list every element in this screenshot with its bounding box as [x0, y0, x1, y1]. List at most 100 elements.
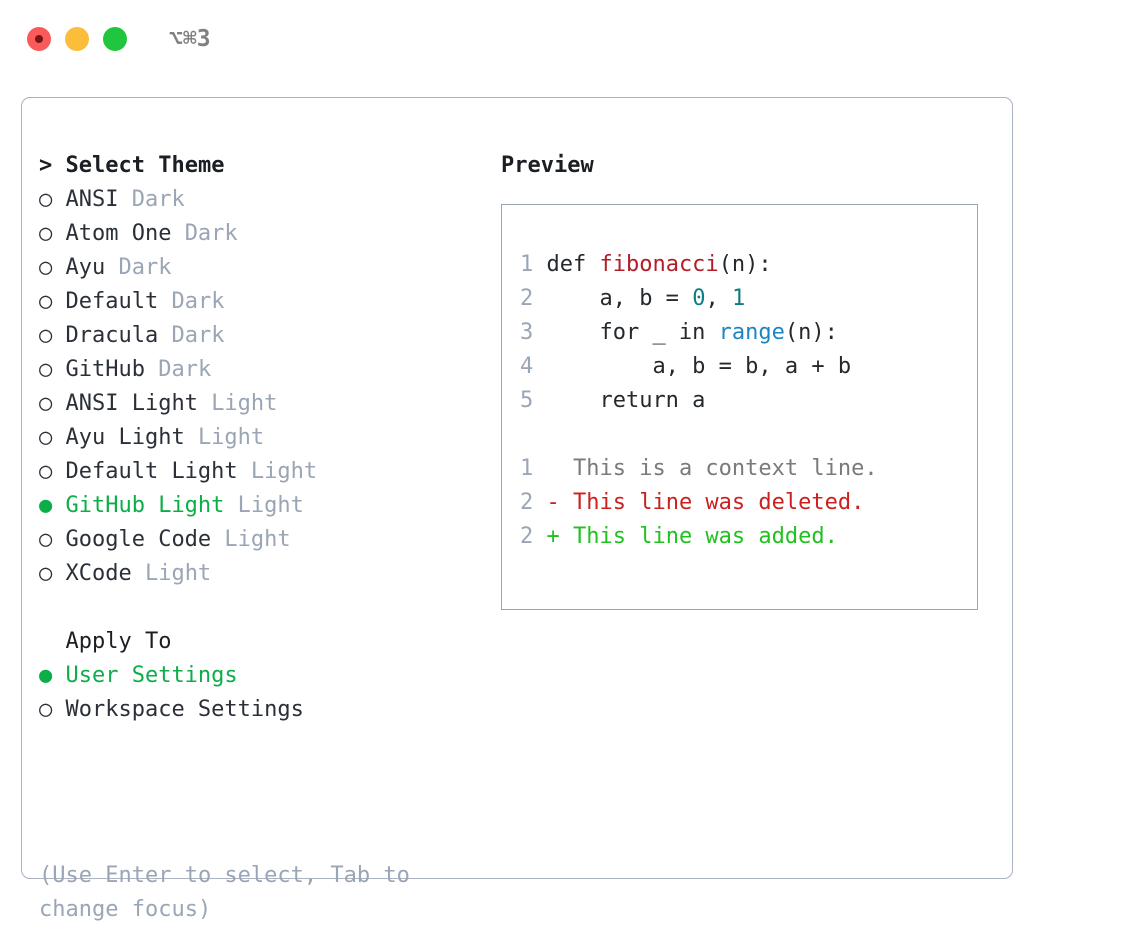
theme-list: ○ ANSI Dark○ Atom One Dark○ Ayu Dark○ De…: [39, 183, 494, 591]
theme-option-tag: Dark: [158, 357, 212, 382]
theme-option-google-code[interactable]: ○ Google Code Light: [39, 523, 494, 557]
select-theme-header: > Select Theme: [39, 149, 494, 183]
radio-unselected-icon: ○: [39, 221, 53, 246]
section-spacer: [39, 591, 494, 625]
radio-unselected-icon: ○: [39, 697, 53, 722]
code-token: (n):: [718, 252, 772, 277]
radio-unselected-icon: ○: [39, 391, 53, 416]
theme-option-ayu-light[interactable]: ○ Ayu Light Light: [39, 421, 494, 455]
theme-option-label: Google Code: [52, 527, 225, 552]
help-hint-text: (Use Enter to select, Tab to change focu…: [39, 863, 410, 922]
preview-header: Preview: [501, 153, 594, 178]
apply-to-option-label: User Settings: [52, 663, 238, 688]
theme-option-label: Default: [52, 289, 172, 314]
theme-option-ansi[interactable]: ○ ANSI Dark: [39, 183, 494, 217]
theme-option-tag: Dark: [118, 255, 172, 280]
apply-to-option-label: Workspace Settings: [52, 697, 304, 722]
code-line: 1 def fibonacci(n):: [520, 248, 878, 282]
diff-marker: [533, 456, 573, 481]
theme-option-atom-one[interactable]: ○ Atom One Dark: [39, 217, 494, 251]
diff-line: 2 + This line was added.: [520, 520, 878, 554]
diff-marker: -: [533, 490, 573, 515]
theme-option-ayu[interactable]: ○ Ayu Dark: [39, 251, 494, 285]
code-line: 4 a, b = b, a + b: [520, 350, 878, 384]
theme-picker-panel: > Select Theme ○ ANSI Dark○ Atom One Dar…: [21, 97, 1013, 922]
radio-unselected-icon: ○: [39, 561, 53, 586]
theme-option-tag: Light: [224, 527, 291, 552]
theme-option-label: ANSI: [52, 187, 132, 212]
theme-option-default-light[interactable]: ○ Default Light Light: [39, 455, 494, 489]
window-controls: [27, 27, 127, 51]
theme-option-label: XCode: [52, 561, 145, 586]
theme-option-label: Ayu Light: [52, 425, 198, 450]
code-token: (n):: [784, 320, 838, 345]
theme-option-label: ANSI Light: [52, 391, 212, 416]
code-line: 2 a, b = 0, 1: [520, 282, 878, 316]
radio-unselected-icon: ○: [39, 187, 53, 212]
radio-selected-icon: ●: [39, 663, 53, 688]
select-theme-header-prefix: >: [39, 153, 66, 178]
theme-selection-column: > Select Theme ○ ANSI Dark○ Atom One Dar…: [39, 149, 494, 727]
theme-option-tag: Light: [237, 493, 304, 518]
theme-option-github[interactable]: ○ GitHub Dark: [39, 353, 494, 387]
theme-option-label: Ayu: [52, 255, 119, 280]
close-button[interactable]: [27, 27, 51, 51]
theme-option-tag: Dark: [184, 221, 238, 246]
code-token: for _ in: [533, 320, 719, 345]
theme-option-xcode[interactable]: ○ XCode Light: [39, 557, 494, 591]
theme-option-default[interactable]: ○ Default Dark: [39, 285, 494, 319]
theme-option-dracula[interactable]: ○ Dracula Dark: [39, 319, 494, 353]
apply-to-header: Apply To: [39, 625, 494, 659]
theme-option-tag: Light: [144, 561, 212, 586]
theme-option-label: Default Light: [52, 459, 251, 484]
radio-unselected-icon: ○: [39, 459, 53, 484]
code-line: 5 return a: [520, 384, 878, 418]
preview-column: Preview 1 def fibonacci(n):2 a, b = 0, 1…: [501, 149, 1001, 610]
code-token: fibonacci: [599, 252, 719, 277]
theme-option-github-light[interactable]: ● GitHub Light Light: [39, 489, 494, 523]
theme-option-tag: Dark: [171, 323, 225, 348]
title-bar: ⌥⌘3: [0, 0, 1140, 78]
minimize-button[interactable]: [65, 27, 89, 51]
theme-option-tag: Light: [197, 425, 265, 450]
radio-unselected-icon: ○: [39, 289, 53, 314]
line-number: 4: [520, 354, 534, 379]
diff-line: 1 This is a context line.: [520, 452, 878, 486]
diff-text: This is a context line.: [572, 456, 878, 481]
radio-unselected-icon: ○: [39, 527, 53, 552]
diff-line: 2 - This line was deleted.: [520, 486, 878, 520]
code-token: def: [533, 252, 600, 277]
line-number: 2: [520, 286, 534, 311]
code-token: a, b = b, a + b: [533, 354, 852, 379]
line-number: 5: [520, 388, 534, 413]
line-number: 3: [520, 320, 534, 345]
code-token: range: [718, 320, 785, 345]
code-token: a, b =: [533, 286, 693, 311]
theme-option-ansi-light[interactable]: ○ ANSI Light Light: [39, 387, 494, 421]
apply-to-option-user-settings[interactable]: ● User Settings: [39, 659, 494, 693]
radio-selected-icon: ●: [39, 493, 53, 518]
diff-text: This line was deleted.: [572, 490, 865, 515]
theme-option-tag: Light: [211, 391, 278, 416]
keyboard-shortcut-label: ⌥⌘3: [169, 25, 211, 52]
radio-unselected-icon: ○: [39, 255, 53, 280]
code-blank-line: [520, 418, 878, 452]
code-token: ,: [705, 286, 732, 311]
theme-option-tag: Dark: [171, 289, 225, 314]
radio-unselected-icon: ○: [39, 323, 53, 348]
apply-to-header-prefix: [39, 629, 66, 654]
line-number: 2: [520, 490, 534, 515]
select-theme-header-label: Select Theme: [65, 153, 225, 178]
theme-option-tag: Dark: [131, 187, 185, 212]
line-number: 1: [520, 456, 534, 481]
theme-option-label: Atom One: [52, 221, 185, 246]
apply-to-option-workspace-settings[interactable]: ○ Workspace Settings: [39, 693, 494, 727]
zoom-button[interactable]: [103, 27, 127, 51]
apply-to-list: ● User Settings○ Workspace Settings: [39, 659, 494, 727]
radio-unselected-icon: ○: [39, 357, 53, 382]
diff-marker: +: [533, 524, 573, 549]
diff-text: This line was added.: [572, 524, 838, 549]
